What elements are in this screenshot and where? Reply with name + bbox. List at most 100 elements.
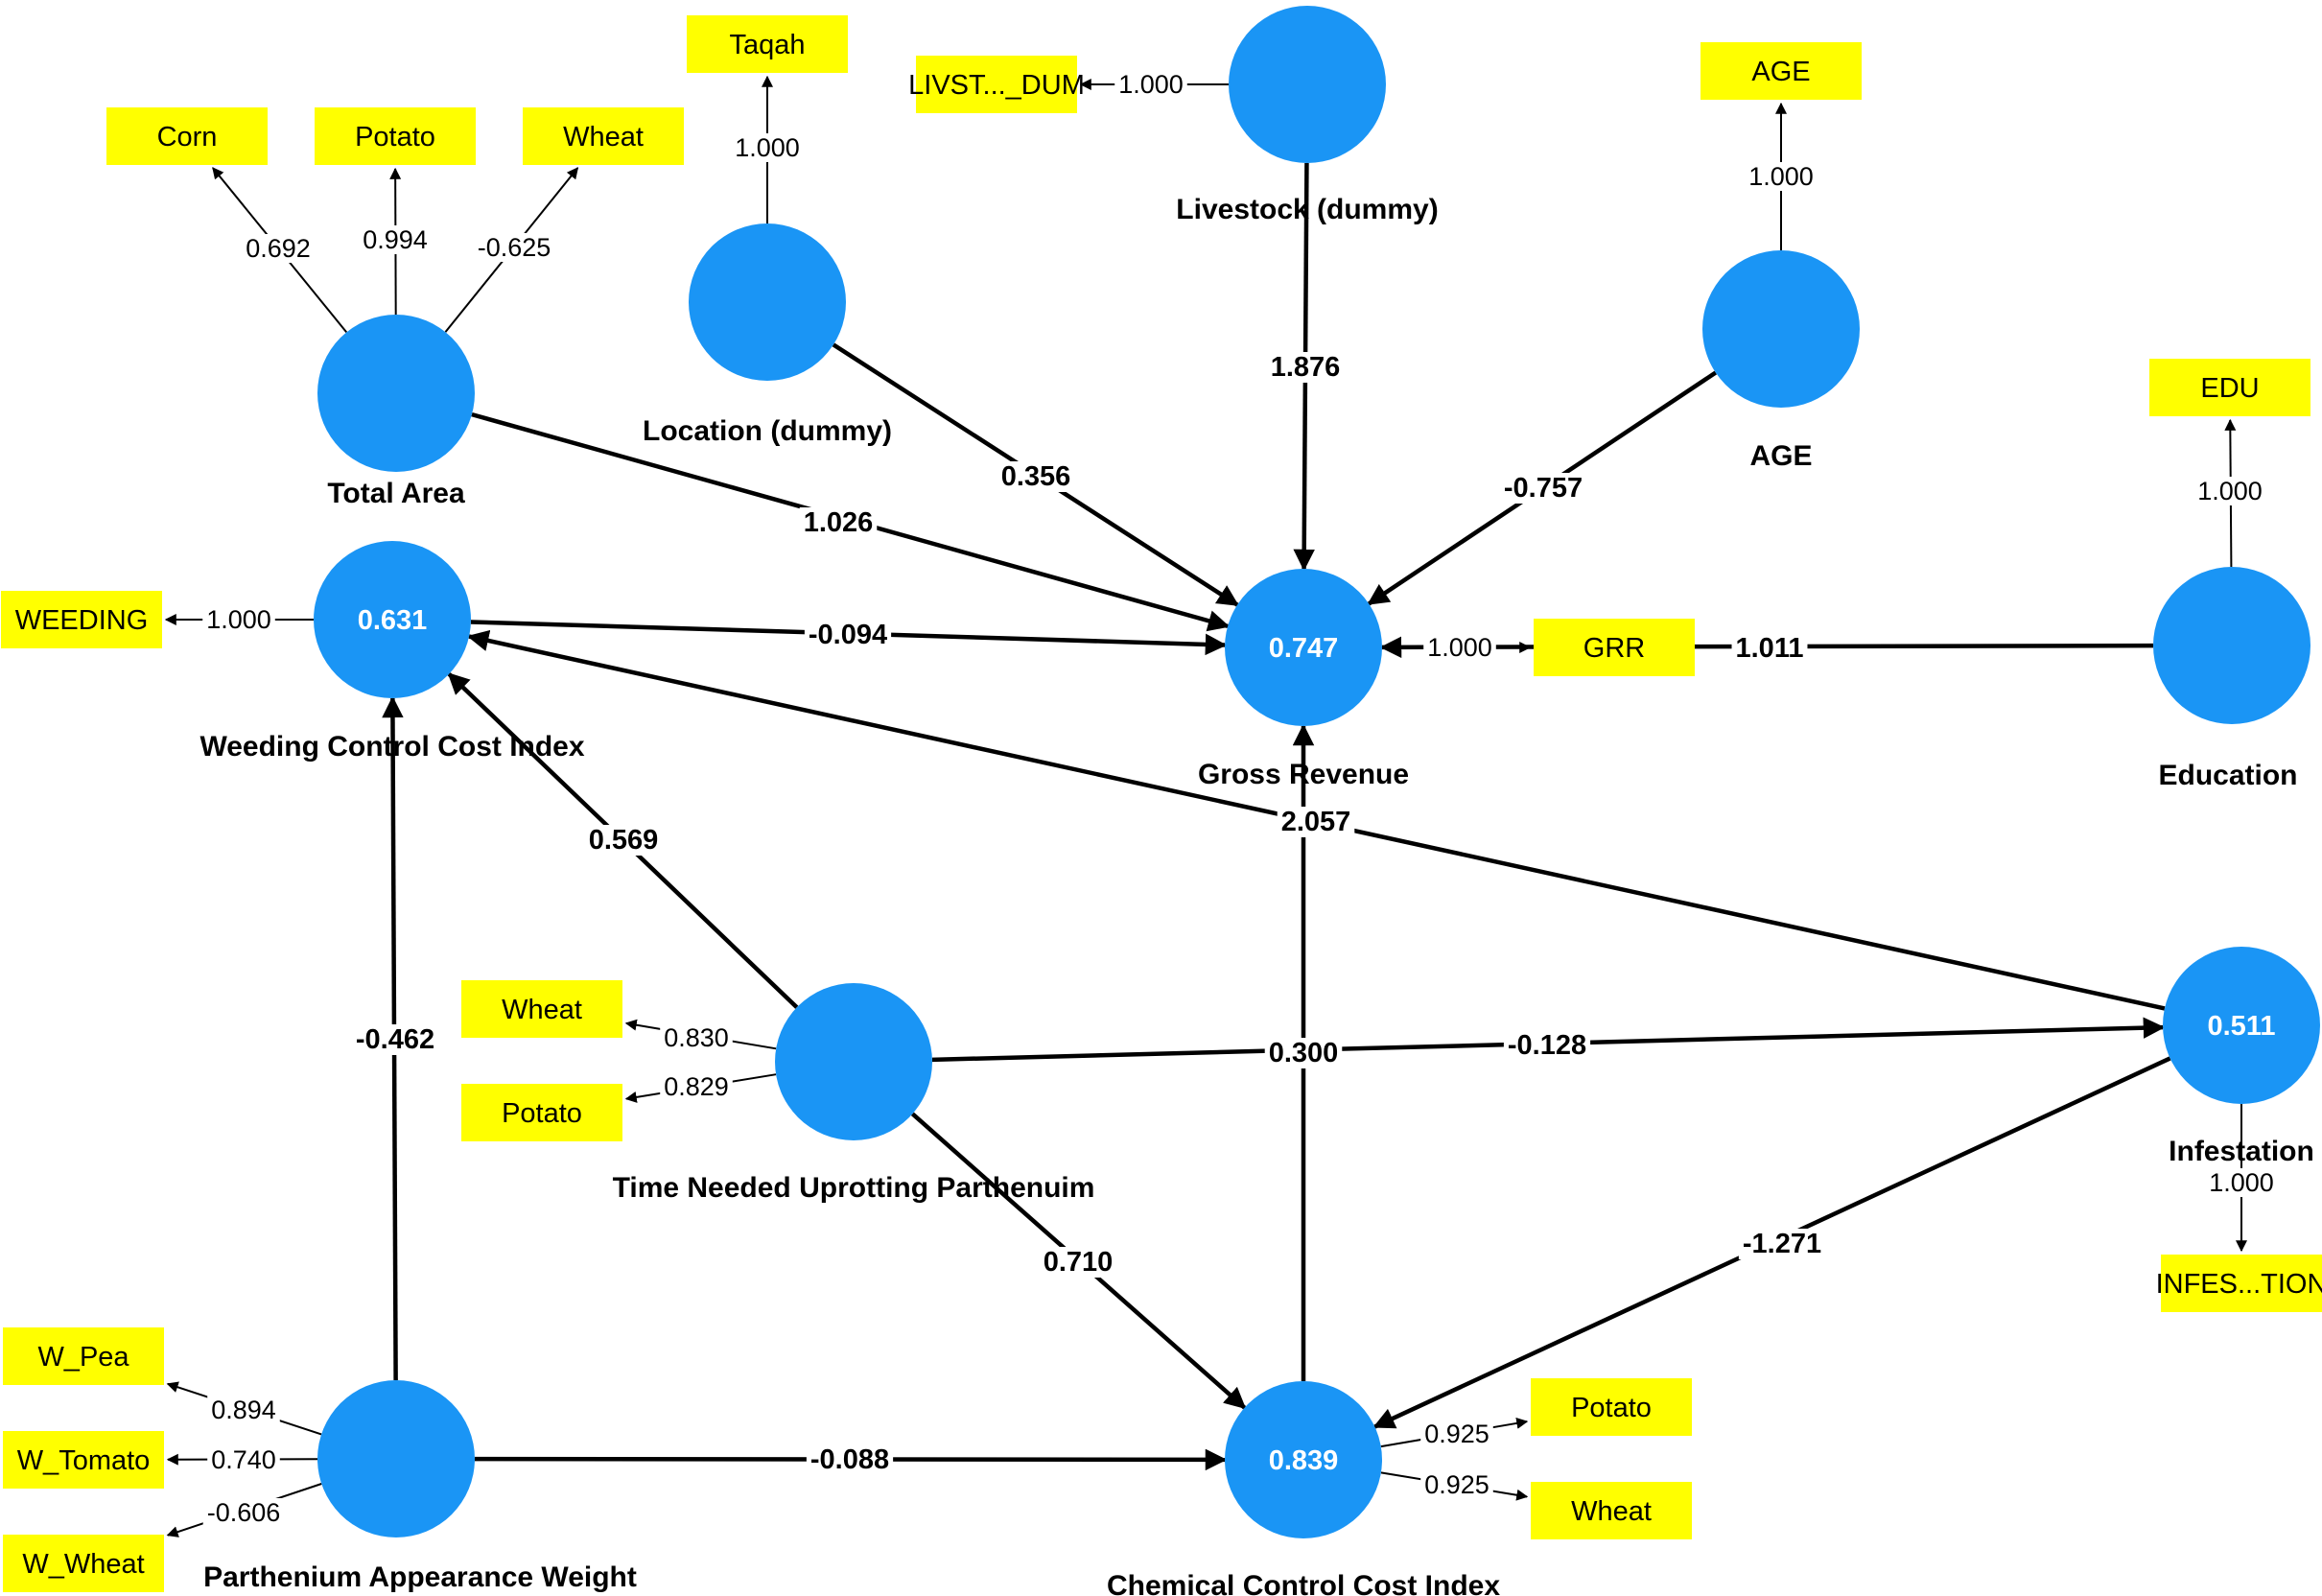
indicator-box <box>3 1327 164 1385</box>
path-coefficient-time-chemical: 0.710 <box>1044 1247 1114 1278</box>
loading-value-infes-group: 1.000 <box>2205 1168 2278 1197</box>
loading-value-infes-background <box>2205 1168 2278 1197</box>
construct-time[interactable] <box>775 983 932 1140</box>
loading-value-ta-corn-background <box>242 234 315 263</box>
path-coefficient-location-gross-group: 0.356 <box>997 461 1075 492</box>
loading-value-tn-wheat: 0.830 <box>664 1023 729 1052</box>
loading-value-livst-background <box>1114 70 1187 99</box>
indicator-cc-potato[interactable]: Potato <box>1531 1378 1692 1436</box>
construct-age[interactable] <box>1702 250 1860 408</box>
indicator-label: AGE <box>1751 57 1810 87</box>
construct-circle <box>775 983 932 1140</box>
loading-value-taqah-group: 1.000 <box>731 133 804 162</box>
loading-value-taqah-background <box>731 133 804 162</box>
loading-value-cc-wheat-group: 0.925 <box>1420 1470 1493 1499</box>
path-coefficient-time-chemical-group: 0.710 <box>1039 1247 1117 1278</box>
construct-weeding[interactable]: 0.631 <box>314 541 471 698</box>
construct-circle <box>1225 1381 1382 1538</box>
construct-gross[interactable]: 0.747 <box>1225 569 1382 726</box>
r-squared-value: 0.631 <box>358 605 428 636</box>
indicator-edu[interactable]: EDU <box>2149 359 2310 416</box>
r-squared-value: 0.747 <box>1269 633 1339 664</box>
construct-label-infestation: Infestation <box>2169 1136 2314 1167</box>
loading-value-livst-group: 1.000 <box>1114 70 1187 99</box>
loading-value-cc-potato-group: 0.925 <box>1420 1420 1493 1448</box>
indicator-label: WEEDING <box>15 605 149 636</box>
indicator-cc-wheat[interactable]: Wheat <box>1531 1482 1692 1539</box>
loading-value-w-pea-group: 0.894 <box>207 1396 280 1424</box>
loading-value-edu-background <box>2193 477 2266 505</box>
indicator-box <box>3 1431 164 1489</box>
indicator-livst[interactable]: LIVST..._DUM <box>908 56 1085 113</box>
loading-value-taqah: 1.000 <box>735 133 800 162</box>
indicator-label: Taqah <box>729 30 805 60</box>
construct-circle <box>317 1380 475 1537</box>
loading-value-grr-background <box>1423 633 1496 662</box>
path-coefficient-infestation-weeding-background <box>1277 807 1355 837</box>
r-squared-value: 0.839 <box>1269 1445 1339 1476</box>
construct-label-location: Location (dummy) <box>643 415 892 447</box>
construct-parthenium[interactable] <box>317 1380 475 1537</box>
loading-value-cc-wheat: 0.925 <box>1424 1470 1489 1499</box>
construct-circle <box>2163 947 2320 1104</box>
construct-location[interactable] <box>689 223 846 381</box>
loading-value-ta-corn-group: 0.692 <box>242 234 315 263</box>
loading-value-livst: 1.000 <box>1118 70 1184 99</box>
indicator-box <box>1531 1378 1692 1436</box>
indicator-box <box>523 107 684 165</box>
indicator-ta-potato[interactable]: Potato <box>315 107 476 165</box>
indicator-box <box>315 107 476 165</box>
indicator-weeding-ind[interactable]: WEEDING <box>1 591 162 648</box>
path-coefficient-parthenium-chemical-background <box>806 1444 894 1475</box>
loading-value-age-ind-group: 1.000 <box>1745 162 1818 191</box>
path-coefficient-livestock-gross: 1.876 <box>1271 352 1341 383</box>
indicator-w-tomato[interactable]: W_Tomato <box>3 1431 164 1489</box>
indicator-w-wheat[interactable]: W_Wheat <box>3 1535 164 1592</box>
path-coefficient-chemical-gross-background <box>1264 1038 1343 1068</box>
indicator-box <box>461 1084 622 1141</box>
indicator-label: Wheat <box>563 122 644 153</box>
construct-label-chemical: Chemical Control Cost Index <box>1107 1570 1500 1596</box>
path-coefficient-weeding-gross: -0.094 <box>809 620 887 650</box>
indicator-box <box>916 56 1077 113</box>
loading-value-age-ind: 1.000 <box>1748 162 1814 191</box>
construct-infestation[interactable]: 0.511 <box>2163 947 2320 1104</box>
weights-layer: 1.0260.3561.876-0.7571.011-0.0942.0570.5… <box>202 70 2278 1527</box>
loading-value-tn-wheat-background <box>660 1023 733 1052</box>
path-coefficient-infestation-chemical: -1.271 <box>1743 1229 1821 1259</box>
loading-value-tn-potato: 0.829 <box>664 1072 729 1101</box>
construct-chemical[interactable]: 0.839 <box>1225 1381 1382 1538</box>
construct-circle <box>317 315 475 472</box>
construct-circle <box>1225 569 1382 726</box>
indicator-taqah[interactable]: Taqah <box>687 15 848 73</box>
path-coefficient-time-weeding: 0.569 <box>589 825 659 856</box>
construct-total-area[interactable] <box>317 315 475 472</box>
path-coefficient-weeding-gross-group: -0.094 <box>804 620 892 650</box>
indicator-age-ind[interactable]: AGE <box>1700 42 1862 100</box>
loading-value-cc-potato-background <box>1420 1420 1493 1448</box>
construct-label-weeding: Weeding Control Cost Index <box>199 731 584 763</box>
indicator-tn-potato[interactable]: Potato <box>461 1084 622 1141</box>
path-coefficient-infestation-weeding-group: 2.057 <box>1277 807 1355 837</box>
construct-livestock[interactable] <box>1229 6 1386 163</box>
path-coefficient-location-gross-background <box>997 461 1075 492</box>
indicator-w-pea[interactable]: W_Pea <box>3 1327 164 1385</box>
path-coefficient-total-area-gross: 1.026 <box>804 507 874 538</box>
constructs-layer: 0.631 0.747 0.511 0.839 <box>314 6 2320 1538</box>
loading-value-w-wheat-group: -0.606 <box>202 1498 285 1527</box>
indicator-ta-wheat[interactable]: Wheat <box>523 107 684 165</box>
indicator-label: Corn <box>157 122 218 153</box>
construct-education[interactable] <box>2153 567 2310 724</box>
path-coefficient-parthenium-weeding-group: -0.462 <box>351 1024 439 1055</box>
edges-layer <box>164 75 2247 1537</box>
indicator-tn-wheat[interactable]: Wheat <box>461 980 622 1038</box>
indicator-infes[interactable]: INFES...TION <box>2156 1255 2322 1312</box>
indicator-grr[interactable]: GRR <box>1534 619 1695 676</box>
indicator-label: W_Tomato <box>17 1445 151 1476</box>
indicator-box <box>1 591 162 648</box>
indicator-ta-corn[interactable]: Corn <box>106 107 268 165</box>
construct-circle <box>1702 250 1860 408</box>
indicator-box <box>2149 359 2310 416</box>
path-coefficient-location-gross: 0.356 <box>1001 461 1071 492</box>
construct-label-time: Time Needed Uprotting Parthenuim <box>613 1172 1095 1204</box>
